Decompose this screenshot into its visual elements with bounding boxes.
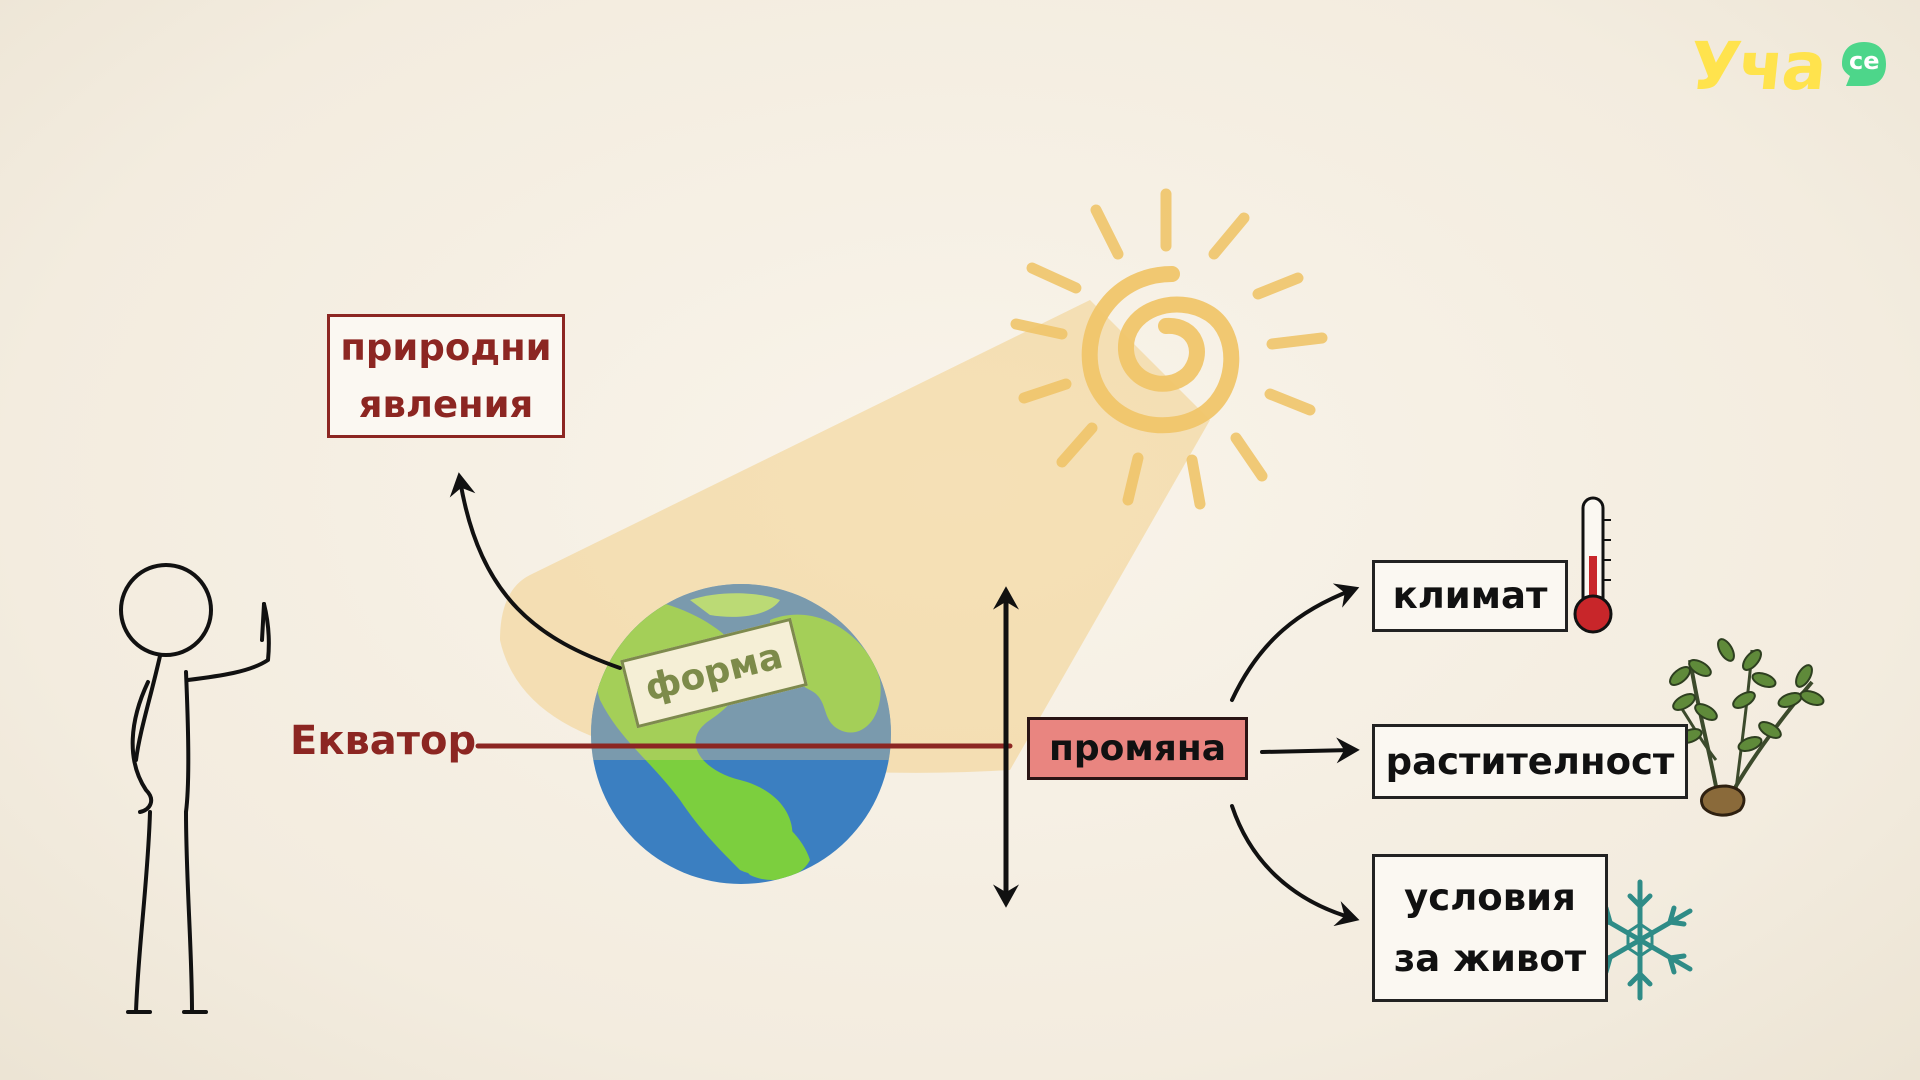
living-conditions-box: условия за живот: [1372, 854, 1608, 1002]
arrow-to-vegetation: [1260, 737, 1360, 764]
stick-figure-icon: [119, 563, 271, 1014]
natural-phenomena-box: природни явления: [327, 314, 565, 438]
arrow-to-climate: [1230, 583, 1360, 702]
logo-text: Уча: [1685, 28, 1829, 105]
natural-phenomena-line2: явления: [358, 383, 534, 426]
arrow-to-phenomena: [449, 472, 622, 670]
vegetation-box: растителност: [1372, 724, 1688, 799]
vegetation-label-text: растителност: [1385, 739, 1675, 783]
logo-icon: Уча се: [1686, 26, 1890, 106]
sun-icon: [1010, 188, 1328, 510]
logo-badge-text: се: [1849, 47, 1880, 75]
climate-label-text: климат: [1392, 574, 1548, 618]
equator-label: Екватор: [290, 718, 477, 764]
arrow-to-life: [1230, 804, 1360, 927]
plant-icon: [1669, 638, 1825, 817]
living-conditions-line1: условия: [1404, 875, 1576, 919]
logo-badge-icon: [1842, 42, 1886, 86]
change-label-text: промяна: [1048, 727, 1227, 769]
natural-phenomena-line1: природни: [340, 325, 552, 369]
change-box: промяна: [1027, 717, 1248, 780]
climate-box: климат: [1372, 560, 1568, 632]
living-conditions-line2: за живот: [1393, 937, 1587, 980]
thermometer-icon: [1573, 496, 1613, 634]
